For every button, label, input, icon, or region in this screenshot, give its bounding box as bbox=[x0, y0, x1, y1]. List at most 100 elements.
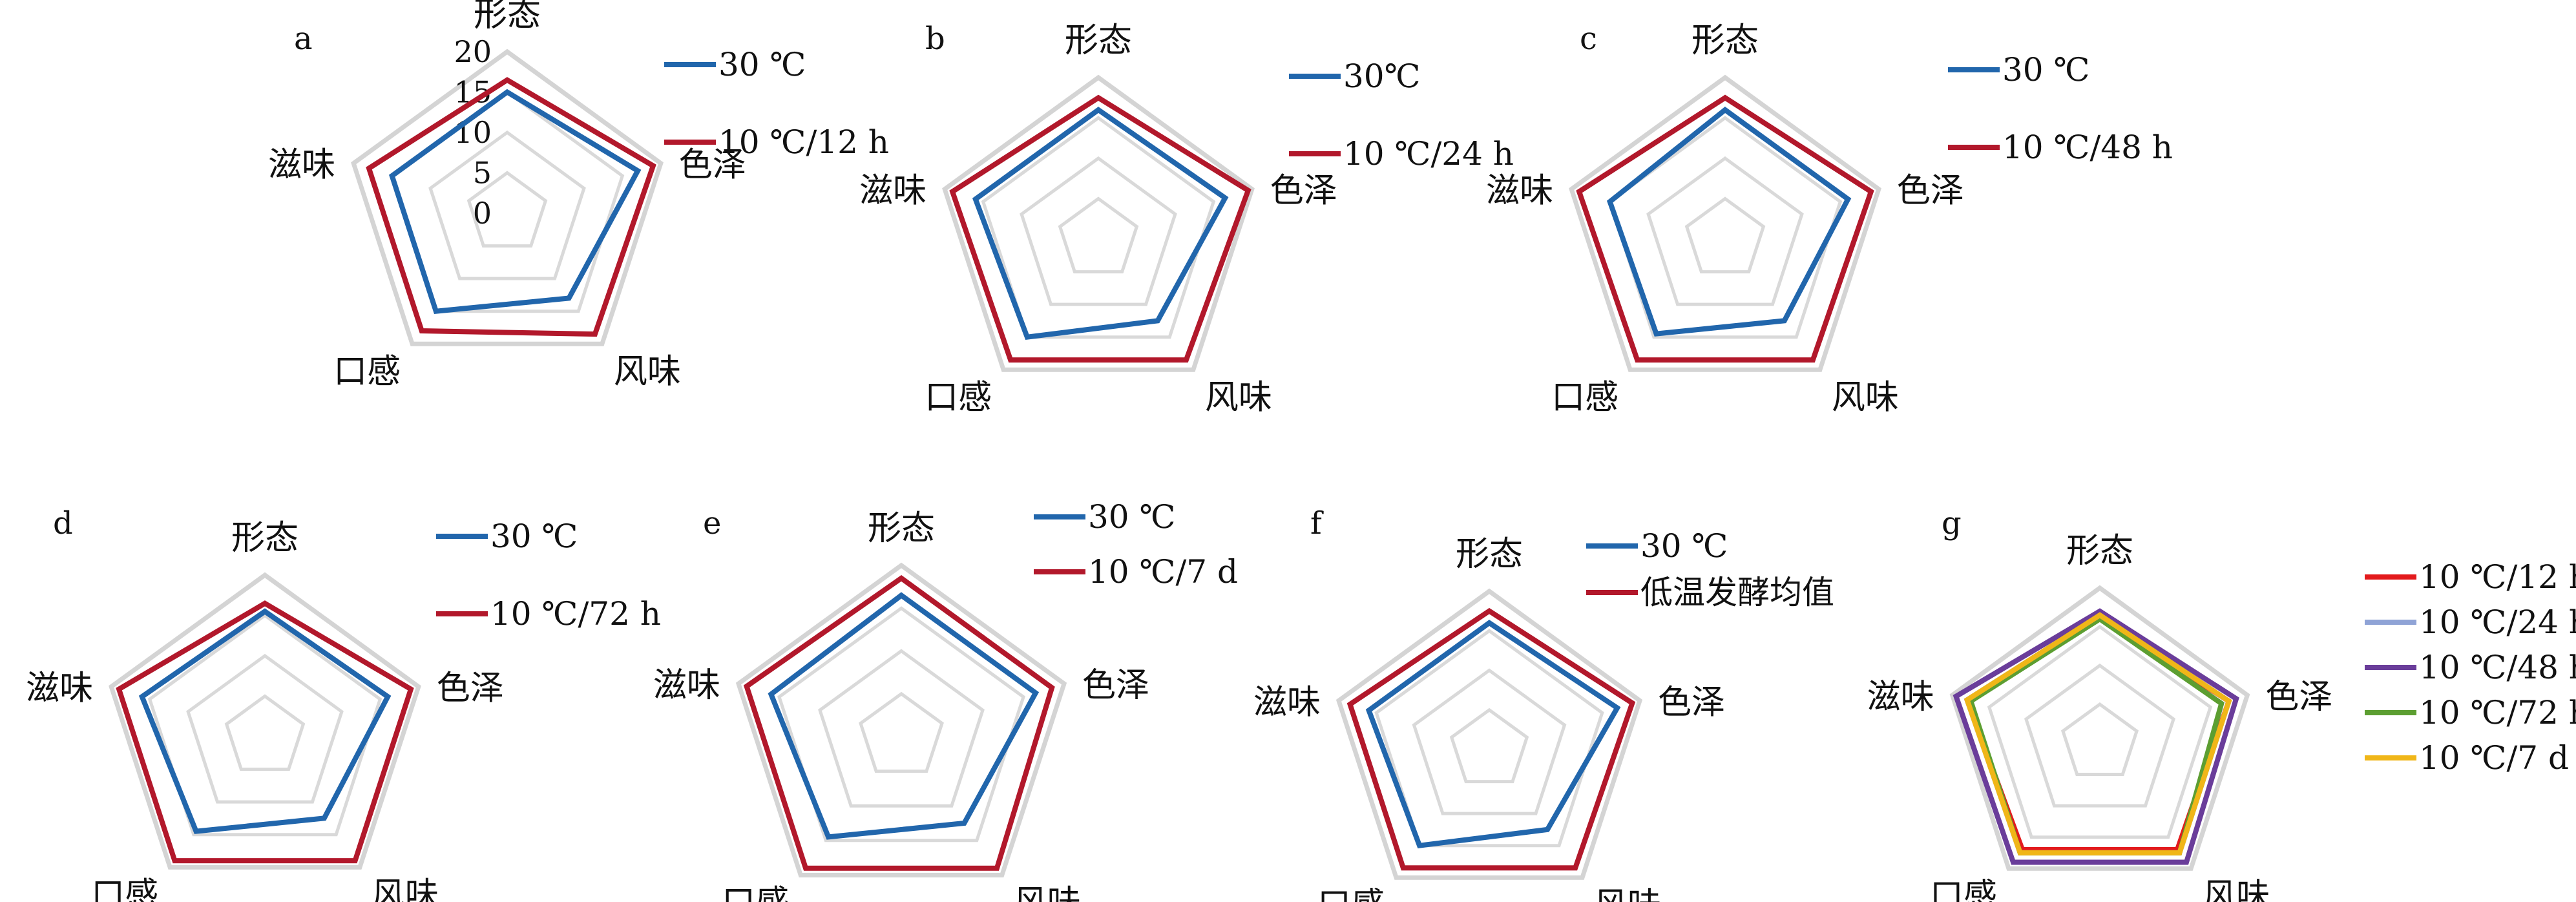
grid-ring bbox=[1058, 196, 1139, 274]
legend-label: 10 ℃/48 h bbox=[2002, 129, 2173, 166]
legend-label: 10 ℃/7 d bbox=[2419, 739, 2569, 777]
grid-ring bbox=[859, 691, 944, 773]
grid-ring bbox=[735, 562, 1067, 877]
legend-label: 10 ℃/12 h bbox=[2419, 558, 2576, 596]
grid-ring bbox=[351, 48, 664, 346]
grid-ring bbox=[428, 130, 586, 280]
grid-ring bbox=[1684, 196, 1766, 274]
grid-ring bbox=[1020, 156, 1177, 306]
legend-label: 低温发酵均值 bbox=[1640, 574, 1834, 611]
series-line-2 bbox=[743, 574, 1055, 871]
axis-label: 风味 bbox=[1594, 886, 1661, 902]
legend-label: 30 ℃ bbox=[718, 46, 806, 83]
grid-ring bbox=[109, 572, 421, 870]
grid-ring bbox=[818, 649, 985, 808]
axis-label: 口感 bbox=[91, 876, 158, 902]
axis-label: 形态 bbox=[868, 509, 935, 548]
legend: 30 ℃ 10 ℃/72 h bbox=[436, 518, 661, 633]
axis-label: 色泽 bbox=[1082, 666, 1149, 705]
series-line-1 bbox=[138, 608, 392, 834]
grid-ring bbox=[147, 613, 382, 837]
axis-label: 风味 bbox=[1014, 883, 1081, 902]
grid-ring bbox=[981, 116, 1216, 339]
series-line-2 bbox=[1576, 94, 1874, 363]
legend: 30 ℃ 10 ℃/7 d bbox=[1034, 498, 1238, 591]
panel-letter: c bbox=[1580, 21, 1597, 57]
panel-letter: g bbox=[1942, 505, 1962, 541]
axis-label: 风味 bbox=[1832, 378, 1899, 417]
axis-label: 滋味 bbox=[859, 172, 927, 211]
legend: 30 ℃ 低温发酵均值 bbox=[1586, 527, 1834, 611]
panel-letter: f bbox=[1310, 505, 1324, 541]
series-line-2 bbox=[949, 94, 1251, 363]
axis-label: 口感 bbox=[1317, 886, 1385, 902]
axis-label: 口感 bbox=[925, 378, 992, 417]
panel-letter: b bbox=[925, 21, 945, 57]
axis-label: 滋味 bbox=[1867, 678, 1934, 717]
grid-ring bbox=[186, 653, 344, 804]
grid-ring bbox=[1374, 629, 1604, 848]
axis-label: 色泽 bbox=[679, 146, 746, 185]
legend-label: 30℃ bbox=[1343, 58, 1421, 95]
grid-ring bbox=[466, 171, 548, 248]
tick-label: 10 bbox=[454, 115, 492, 150]
series-line-2 bbox=[1346, 607, 1636, 871]
axis-label: 口感 bbox=[1930, 877, 1997, 902]
panel-letter: d bbox=[53, 505, 73, 541]
series-line-1 bbox=[1365, 620, 1621, 849]
grid-ring bbox=[1987, 624, 2213, 839]
axis-label: 风味 bbox=[2203, 877, 2270, 902]
axis-label: 口感 bbox=[1551, 378, 1618, 417]
grid-ring bbox=[777, 606, 1025, 843]
legend-label: 30 ℃ bbox=[490, 518, 578, 555]
grid-ring bbox=[1449, 708, 1529, 784]
legend-label: 30 ℃ bbox=[1640, 527, 1728, 565]
axis-label: 风味 bbox=[614, 352, 681, 391]
legend-label: 10 ℃/72 h bbox=[490, 595, 661, 633]
panel-letter: e bbox=[703, 505, 721, 541]
tick-label: 20 bbox=[454, 34, 492, 69]
panel-letter: a bbox=[294, 21, 313, 57]
series-line-5 bbox=[1963, 612, 2232, 855]
legend-label: 10 ℃/12 h bbox=[718, 123, 889, 161]
legend-label: 10 ℃/24 h bbox=[1343, 135, 1514, 173]
legend-label: 10 ℃/24 h bbox=[2419, 603, 2576, 641]
series-line-1 bbox=[768, 592, 1040, 840]
axis-label: 形态 bbox=[231, 519, 298, 558]
axis-label: 滋味 bbox=[1486, 172, 1553, 211]
radar-panel-e: e形态色泽风味口感滋味30 ℃10 ℃/7 d bbox=[653, 498, 1238, 902]
axis-label: 形态 bbox=[2066, 532, 2133, 571]
legend-label: 10 ℃/72 h bbox=[2419, 694, 2576, 731]
legend-label: 30 ℃ bbox=[1088, 498, 1175, 536]
legend: 30 ℃ 10 ℃/12 h bbox=[664, 46, 889, 161]
series-line-3 bbox=[1953, 608, 2239, 865]
series-line-1 bbox=[972, 107, 1229, 341]
legend-label: 30 ℃ bbox=[2002, 51, 2089, 89]
axis-label: 滋味 bbox=[1253, 683, 1321, 722]
grid-ring bbox=[942, 74, 1255, 372]
series-line-2 bbox=[366, 77, 656, 337]
axis-label: 风味 bbox=[1205, 378, 1272, 417]
tick-label: 0 bbox=[473, 196, 492, 231]
axis-label: 形态 bbox=[474, 0, 541, 34]
tick-label: 5 bbox=[473, 156, 492, 191]
legend: 30℃ 10 ℃/24 h bbox=[1289, 58, 1514, 173]
axis-label: 形态 bbox=[1065, 21, 1132, 60]
axis-label: 形态 bbox=[1691, 21, 1759, 60]
axis-label: 色泽 bbox=[1270, 172, 1337, 211]
series-line-2 bbox=[116, 600, 414, 864]
axis-label: 色泽 bbox=[1897, 172, 1964, 211]
axis-label: 滋味 bbox=[268, 146, 335, 185]
legend-label: 10 ℃/7 d bbox=[1088, 553, 1238, 591]
grid-ring bbox=[2060, 702, 2139, 776]
grid-ring bbox=[1646, 156, 1804, 306]
grid-ring bbox=[224, 694, 306, 771]
axis-label: 滋味 bbox=[653, 666, 720, 705]
grid-ring bbox=[1412, 668, 1567, 815]
